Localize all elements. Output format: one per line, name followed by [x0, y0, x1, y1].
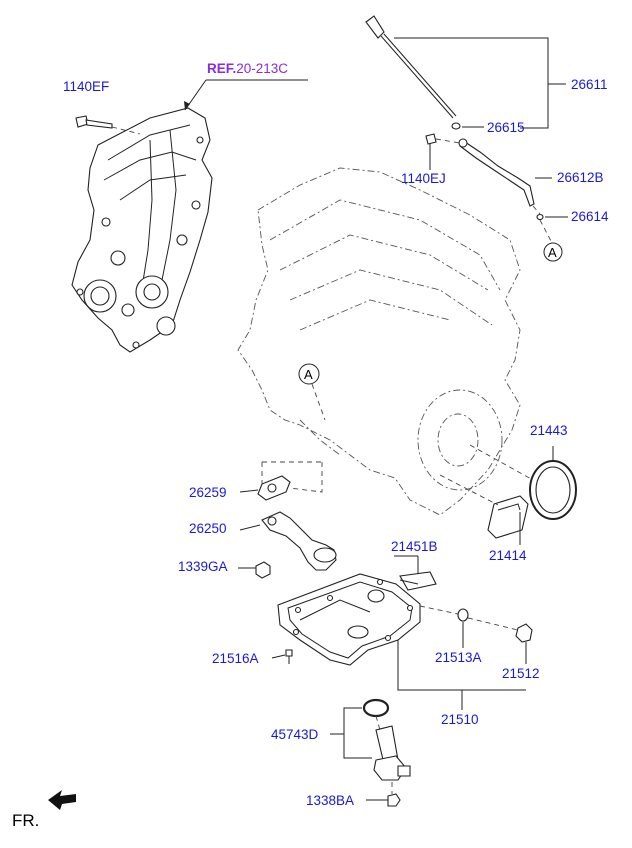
part-label-26611[interactable]: 26611: [571, 77, 608, 92]
part-label-26615[interactable]: 26615: [487, 120, 525, 135]
part-label-21414[interactable]: 21414: [489, 548, 527, 563]
part-label-21510[interactable]: 21510: [441, 712, 479, 727]
part-label-1140ef[interactable]: 1140EF: [63, 79, 110, 94]
part-label-26612b[interactable]: 26612B: [557, 170, 604, 185]
part-label-1140ej[interactable]: 1140EJ: [401, 171, 446, 186]
front-marker-label: FR.: [12, 811, 40, 830]
front-direction-arrow-icon: [48, 790, 76, 810]
part-label-26250[interactable]: 26250: [189, 521, 227, 536]
callout-a-engine: A: [304, 367, 313, 382]
part-label-21513a[interactable]: 21513A: [435, 650, 482, 665]
part-label-21443[interactable]: 21443: [530, 423, 568, 438]
part-label-21512[interactable]: 21512: [502, 666, 540, 681]
oil-strainer-drawing: [261, 511, 337, 571]
oil-level-sensor-drawing: [373, 725, 411, 781]
part-label-45743d[interactable]: 45743D: [271, 727, 319, 742]
part-label-21451b[interactable]: 21451B: [391, 539, 438, 554]
reference-prefix: REF.: [207, 61, 237, 76]
oil-pan-drawing: [277, 573, 421, 666]
timing-cover-drawing: [71, 107, 213, 353]
callout-a-upper: A: [548, 245, 557, 260]
part-label-21516a[interactable]: 21516A: [212, 651, 259, 666]
bolt-1140ef-drawing: [75, 115, 141, 135]
dipstick-drawing: [365, 15, 544, 221]
part-label-1338ba[interactable]: 1338BA: [306, 793, 355, 808]
part-label-1339ga[interactable]: 1339GA: [178, 559, 228, 574]
engine-block-drawing: [237, 167, 521, 516]
part-label-26259[interactable]: 26259: [189, 485, 227, 500]
reference-label[interactable]: REF.20-213C: [207, 62, 288, 76]
reference-code: 20-213C: [236, 61, 289, 76]
part-label-26614[interactable]: 26614: [571, 209, 609, 224]
